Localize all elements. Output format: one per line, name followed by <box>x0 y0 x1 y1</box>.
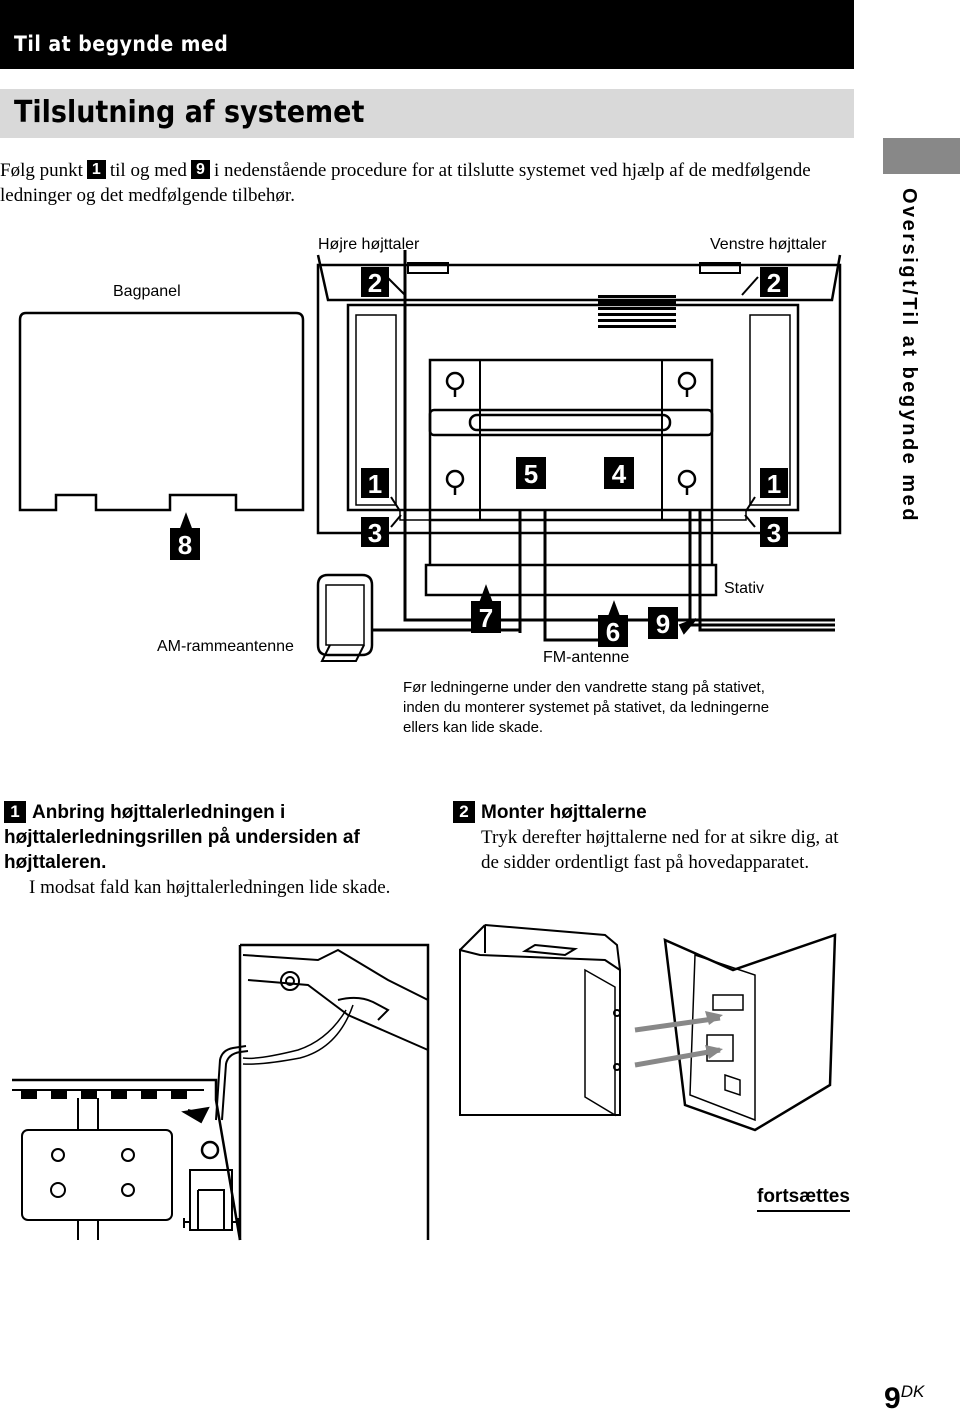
callout-4: 4 <box>612 459 627 489</box>
speaker-cord-right <box>403 250 835 622</box>
step-number-badge: 1 <box>86 160 106 179</box>
step-2-heading: Monter højttalerne <box>481 802 647 823</box>
back-panel-outline <box>18 311 305 512</box>
side-tab-marker <box>883 138 960 174</box>
mounting-plate <box>428 358 714 522</box>
step-number-badge: 1 <box>4 801 26 823</box>
label-stand: Stativ <box>724 580 765 597</box>
am-antenna-outline <box>316 573 374 657</box>
step-number-badge: 9 <box>190 160 210 179</box>
callout-8: 8 <box>178 530 192 560</box>
page-number-value: 9 <box>884 1382 901 1415</box>
label-am-antenna: AM-rammeantenne <box>157 638 294 655</box>
callout-badges <box>170 267 788 647</box>
intro-text-2: til og med <box>109 160 187 181</box>
label-right-speaker: Højre højttaler <box>318 236 420 253</box>
callout-2-left: 2 <box>767 268 781 298</box>
label-left-speaker: Venstre højttaler <box>710 236 827 253</box>
speaker-mount-illustration <box>459 924 837 1132</box>
page-number: 9DK <box>884 1382 924 1416</box>
unit-top-edge <box>316 254 842 302</box>
step-2: 2 Monter højttalerne Tryk derefter højtta… <box>453 800 853 875</box>
step-1-heading: Anbring højttalerledningen i højttalerle… <box>4 802 360 873</box>
callout-9: 9 <box>656 609 670 639</box>
section-title: Til at begynde med <box>14 32 229 56</box>
step-1-body: I modsat fald kan højttalerledningen lid… <box>29 877 391 898</box>
step-2-body: Tryk derefter højttalerne ned for at sik… <box>481 827 839 873</box>
callout-1-left: 1 <box>767 469 781 499</box>
label-fm-antenna: FM-antenne <box>543 649 630 666</box>
callout-3-right: 3 <box>368 518 382 548</box>
continue-label: fortsættes <box>757 1186 850 1212</box>
page-title-bar: Tilslutning af systemet <box>0 89 854 138</box>
page-title: Tilslutning af systemet <box>14 95 365 130</box>
callout-1-right: 1 <box>368 469 382 499</box>
fm-antenna-lead <box>543 510 600 642</box>
section-header-bar: Til at begynde med <box>0 0 854 69</box>
page-number-suffix: DK <box>900 1382 925 1401</box>
stand-bar <box>424 563 718 597</box>
unit-outer-frame <box>316 263 842 535</box>
callout-2-right: 2 <box>368 268 382 298</box>
callout-3-left: 3 <box>767 518 781 548</box>
callout-6: 6 <box>606 617 620 647</box>
step-number-badge: 2 <box>453 801 475 823</box>
unit-body <box>346 303 800 512</box>
intro-text-3: i nedenstående procedure for at tilslutt… <box>0 160 811 206</box>
connection-diagram: 2 2 1 1 3 3 5 4 8 7 6 9 <box>18 250 842 662</box>
intro-text-1: Følg punkt <box>0 160 83 181</box>
diagram-note: Før ledningerne under den vandrette stan… <box>403 679 770 736</box>
label-back-panel: Bagpanel <box>113 283 181 300</box>
speaker-cord-illustration <box>12 943 430 1241</box>
side-tab-label: Oversigt/Til at begynde med <box>898 188 920 523</box>
callout-5: 5 <box>524 459 538 489</box>
callout-7: 7 <box>479 603 493 633</box>
